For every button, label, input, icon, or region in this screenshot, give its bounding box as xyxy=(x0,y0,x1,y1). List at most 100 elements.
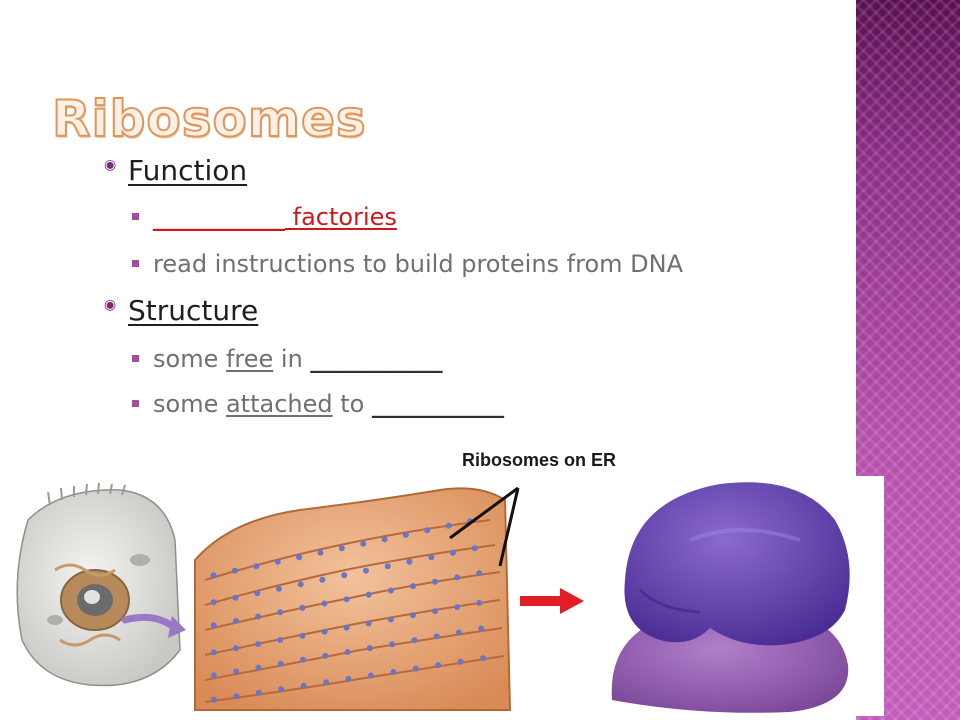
bullet-label: Function xyxy=(128,154,248,187)
right-arrow-icon xyxy=(520,588,584,614)
ribosome-dot xyxy=(277,609,284,616)
ribosome-dot xyxy=(366,645,373,652)
sub-bullet-fragment: some xyxy=(153,390,226,418)
ribosome-dot xyxy=(365,591,372,598)
sub-bullet-text: read instructions to build proteins from… xyxy=(153,250,683,278)
ribosome-dot xyxy=(297,581,304,588)
ribosome-dot xyxy=(433,633,440,640)
ribosome-dot xyxy=(384,563,391,570)
sub-bullet-fragment: factories xyxy=(285,203,397,231)
square-bullet-icon xyxy=(132,213,139,220)
ribosome-dot xyxy=(344,649,351,655)
ribosome-dot xyxy=(299,604,306,611)
ribosome-dot xyxy=(389,641,396,648)
ribosome-dot xyxy=(343,624,350,631)
square-bullet-icon xyxy=(132,400,139,407)
sub-bullet-fragment: in xyxy=(273,345,311,373)
ribosome-dot xyxy=(210,622,217,629)
ribosome-dot xyxy=(471,545,478,552)
ribosome-dot xyxy=(322,652,329,659)
ribosome-dot xyxy=(410,583,416,590)
ribosome-dot xyxy=(321,628,328,635)
ribosome-dot xyxy=(412,665,419,672)
underlined-term: attached xyxy=(225,390,333,418)
fill-blank: ___________ xyxy=(371,390,504,418)
ribosome-dot xyxy=(381,536,388,543)
ribosome-dot xyxy=(277,660,284,667)
ribosome-dot xyxy=(275,585,282,592)
ribosome-dot xyxy=(476,599,483,606)
circle-bullet-icon: ◉ xyxy=(104,297,117,313)
ribosome-dot xyxy=(210,599,217,606)
ribosome-dot xyxy=(406,558,413,565)
ribosome-dot xyxy=(255,613,262,620)
ribosome-dot xyxy=(278,686,285,693)
ribosome-dot xyxy=(210,649,217,656)
ribosome-dot xyxy=(299,632,306,639)
ribosome-dot xyxy=(233,645,239,652)
ribosome-dot xyxy=(367,672,374,679)
ribosome-dot xyxy=(317,549,324,556)
ribosome-dot xyxy=(457,658,464,665)
ribosome-dot xyxy=(231,567,238,574)
ribosome-dot xyxy=(296,554,303,561)
square-bullet-icon xyxy=(132,355,139,362)
underlined-term: free xyxy=(225,345,274,373)
sub-bullet-text: some attached to ___________ xyxy=(153,390,504,418)
ribosome-dot xyxy=(300,656,306,663)
figure-caption: Ribosomes on ER xyxy=(462,450,617,470)
ribosome-dot xyxy=(390,669,397,675)
ribosome-dot xyxy=(321,600,328,607)
ribosome-dot xyxy=(254,590,261,597)
sub-bullet-fragment: to xyxy=(332,390,372,418)
ribosome-dot xyxy=(480,655,487,662)
caption-pointer xyxy=(449,486,520,567)
bullet-label: Structure xyxy=(128,294,259,327)
sub-bullet-text: some free in ___________ xyxy=(153,345,442,373)
ribosome-dot xyxy=(428,554,435,561)
ribosome-dot xyxy=(387,587,394,594)
sub-bullet-fragment: some xyxy=(153,345,226,373)
ribosome-dot xyxy=(432,608,439,615)
ribosome-dot xyxy=(424,527,431,534)
ribosome-dot xyxy=(319,576,326,583)
ribosome-dot xyxy=(432,578,439,585)
ribosome-dot xyxy=(449,549,456,556)
ribosome-dot xyxy=(341,572,348,579)
ribosome-dot xyxy=(323,679,330,686)
ribosome-dot xyxy=(476,570,483,577)
ribosome-dot xyxy=(455,629,462,636)
ribosome-dot xyxy=(233,668,240,675)
rough-er-illustration xyxy=(194,487,512,711)
ribosome-dot xyxy=(387,616,394,623)
ribosome-dot xyxy=(410,612,416,619)
ribosome-dot xyxy=(300,682,307,689)
ribosome-dot xyxy=(360,540,367,547)
sub-bullet-text: ___________ factories xyxy=(153,203,397,231)
ribosome-dot xyxy=(365,620,372,627)
ribosome-dot xyxy=(454,574,461,581)
cell-illustration xyxy=(16,482,186,687)
fill-blank: ___________ xyxy=(153,203,285,231)
slide-title: Ribosomes xyxy=(51,89,367,149)
ribosome-dot xyxy=(445,522,452,529)
ribosome-dot xyxy=(345,675,352,682)
ribosome-dot xyxy=(343,596,350,603)
ribosome-dot xyxy=(454,604,461,610)
ribosome-dot xyxy=(411,637,418,644)
circle-bullet-icon: ◉ xyxy=(104,157,117,173)
ribosome-dot xyxy=(255,641,262,648)
ribosome-dot xyxy=(363,567,369,574)
ribosome-dot xyxy=(435,662,442,669)
ribosome-illustration xyxy=(611,482,850,713)
ribosome-dot xyxy=(402,531,409,538)
ribosome-dot xyxy=(255,664,262,671)
ribosome-dot xyxy=(253,563,260,570)
ribosome-dot xyxy=(255,689,262,696)
ribosome-dot xyxy=(274,558,281,565)
ribosome-dot xyxy=(211,696,217,703)
fill-blank: ___________ xyxy=(310,345,443,373)
ribosome-dot xyxy=(338,545,345,552)
ribosome-dot xyxy=(210,672,217,679)
